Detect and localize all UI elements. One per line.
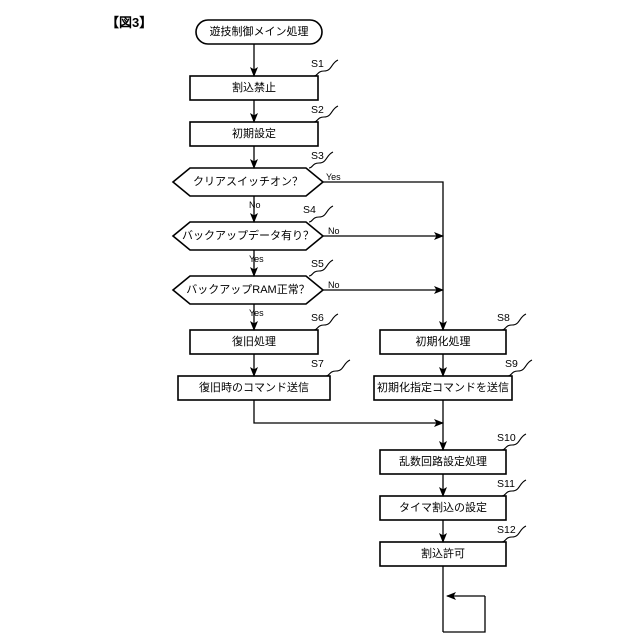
- step-id-id-s4: S4: [303, 204, 316, 216]
- node-s8: [379, 329, 507, 355]
- leader-s5: [308, 259, 334, 277]
- branch-label-s5-no: No: [328, 280, 340, 290]
- edge-loop-back-path: [443, 596, 486, 633]
- leader-s1: [313, 59, 339, 77]
- node-s5: [171, 275, 325, 305]
- leader-s6: [313, 313, 339, 331]
- node-start: [195, 19, 323, 45]
- step-id-id-s5: S5: [311, 258, 324, 270]
- step-id-id-s2: S2: [311, 104, 324, 116]
- step-id-id-s9: S9: [505, 358, 518, 370]
- node-s12: [379, 541, 507, 567]
- branch-label-s3-yes: Yes: [326, 172, 341, 182]
- node-s10: [379, 449, 507, 475]
- edge-s3-yes-s8: [323, 181, 447, 331]
- step-id-id-s6: S6: [311, 312, 324, 324]
- leader-s12: [501, 525, 527, 543]
- node-s3: [171, 167, 325, 197]
- node-s4: [171, 221, 325, 251]
- leader-s8: [501, 313, 527, 331]
- node-s2: [189, 121, 319, 147]
- node-s1: [189, 75, 319, 101]
- leader-s3: [308, 151, 334, 169]
- step-id-id-s1: S1: [311, 58, 324, 70]
- figure-title: 【図3】: [106, 15, 153, 30]
- branch-label-s4-yes: Yes: [249, 254, 264, 264]
- leader-s7: [325, 359, 351, 377]
- node-s7: [177, 375, 331, 401]
- leader-s11: [501, 479, 527, 497]
- node-s6: [189, 329, 319, 355]
- step-id-id-s7: S7: [311, 358, 324, 370]
- step-id-id-s3: S3: [311, 150, 324, 162]
- branch-label-s4-no: No: [328, 226, 340, 236]
- leader-s10: [501, 433, 527, 451]
- step-id-id-s10: S10: [497, 432, 516, 444]
- edge-s7-trunk: [253, 400, 444, 427]
- leader-s2: [313, 105, 339, 123]
- node-s11: [379, 495, 507, 521]
- branch-label-s3-no: No: [249, 200, 261, 210]
- step-id-id-s12: S12: [497, 524, 516, 536]
- leader-s4: [308, 205, 334, 223]
- branch-label-s5-yes: Yes: [249, 308, 264, 318]
- leader-s9: [507, 359, 533, 377]
- node-s9: [373, 375, 513, 401]
- step-id-id-s8: S8: [497, 312, 510, 324]
- step-id-id-s11: S11: [497, 478, 515, 490]
